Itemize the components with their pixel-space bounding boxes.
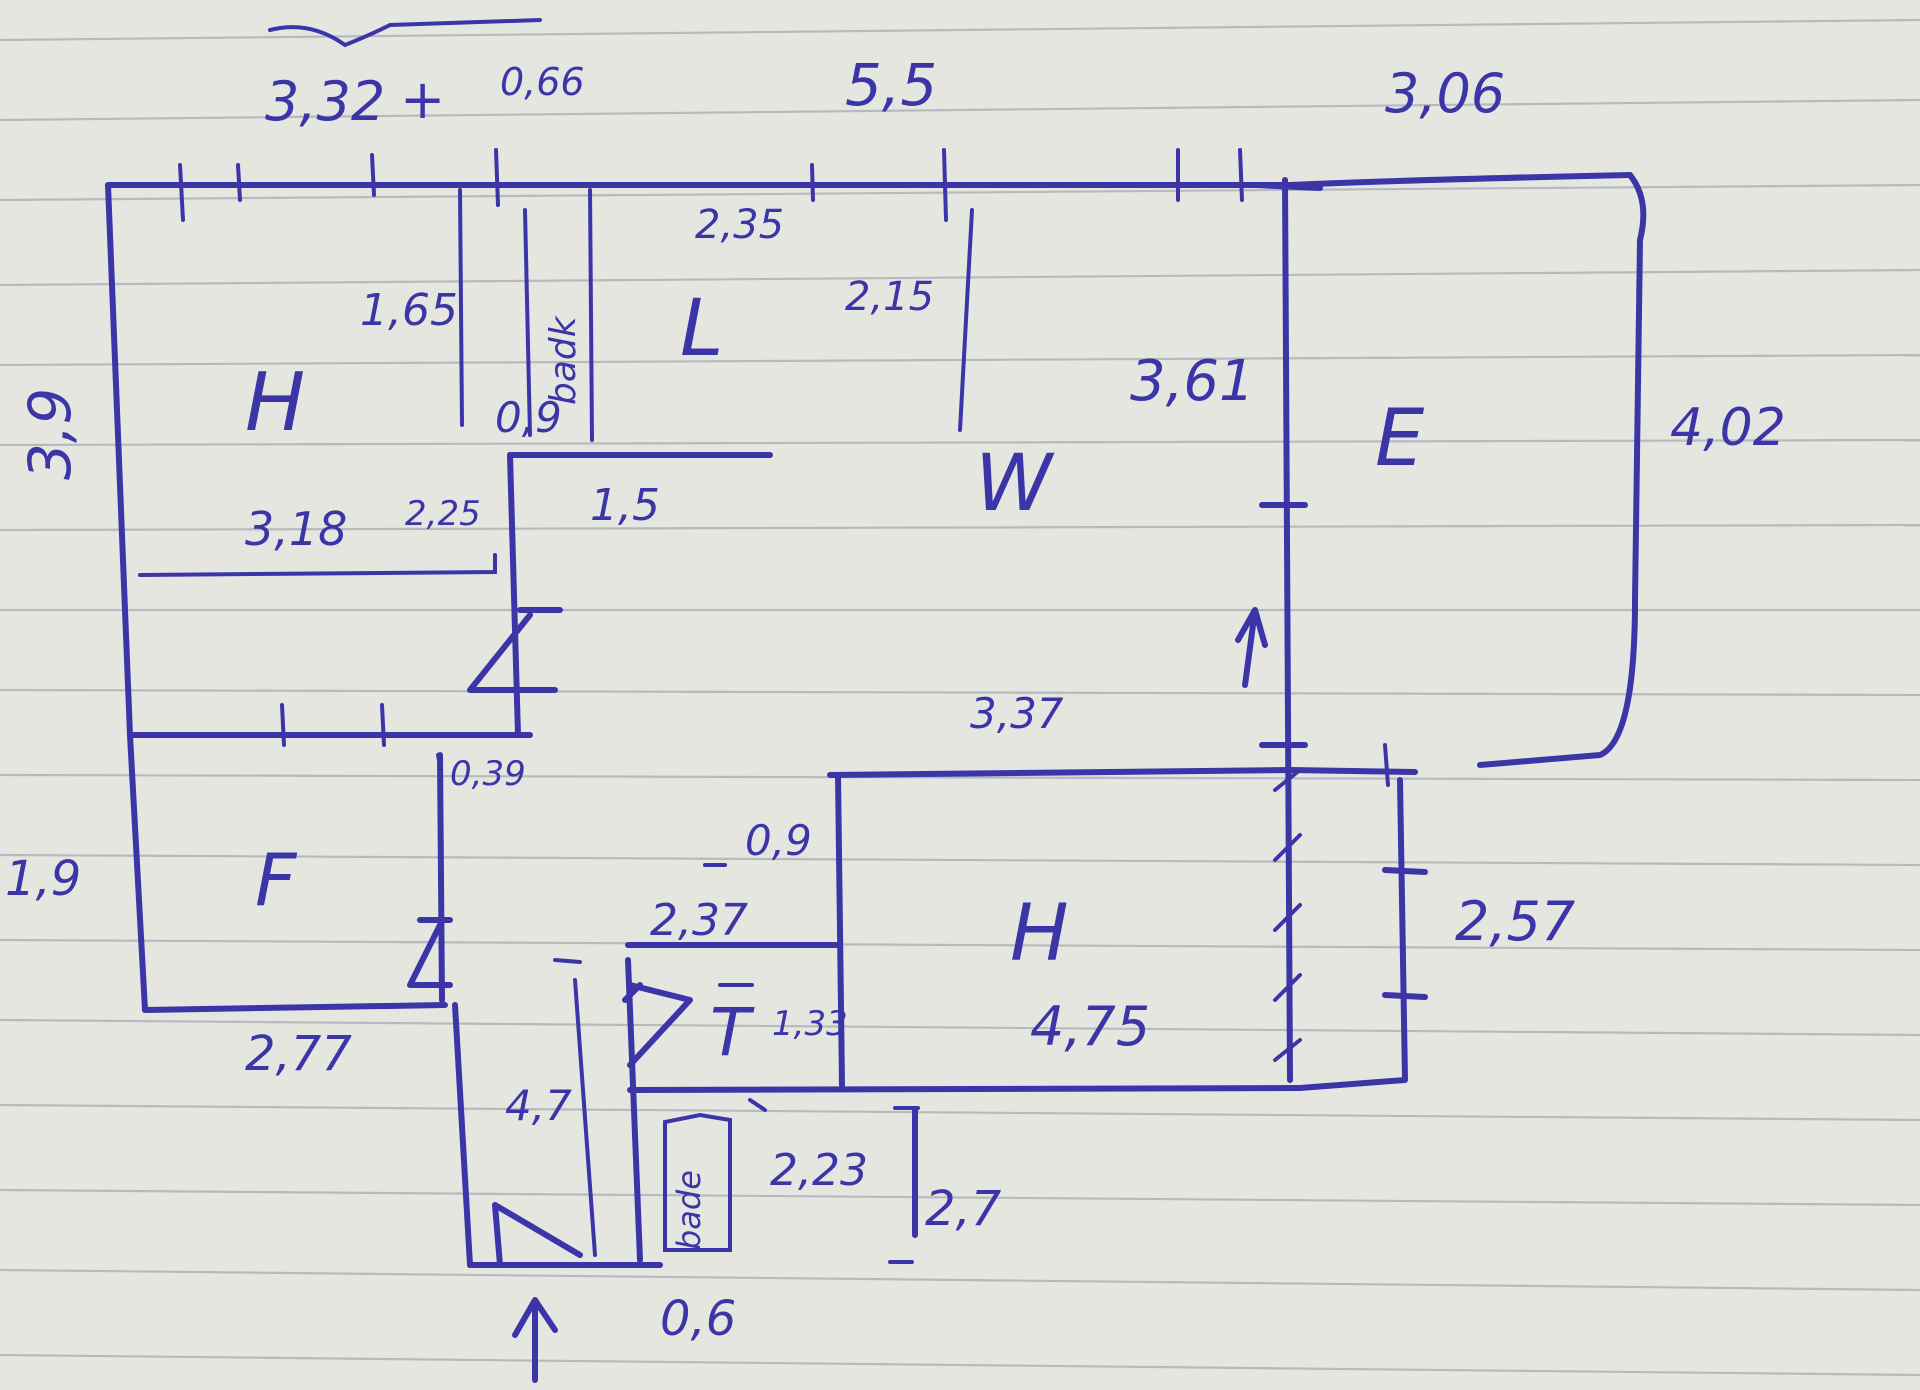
living-divider bbox=[958, 208, 974, 432]
entrance-door bbox=[492, 1202, 583, 1268]
dim-wardrobe-depth: 1,65 bbox=[360, 285, 458, 336]
dim-top-right: 3,06 bbox=[1385, 62, 1505, 125]
paper-ruling bbox=[0, 18, 1920, 1377]
room-labels: H L badk bade W E F H T bbox=[245, 284, 1425, 1250]
dim-inner-left: 2,37 bbox=[650, 895, 748, 946]
entry-arrow-bottom bbox=[512, 1297, 558, 1383]
entry-arrow-east bbox=[1235, 607, 1268, 688]
room-f-bottom-wall bbox=[142, 1002, 448, 1013]
dim-bedroom-small: 2,25 bbox=[405, 494, 481, 534]
badk-left-wall bbox=[523, 208, 532, 437]
west-wall-upper bbox=[105, 182, 133, 738]
dim-left-height-top: 3,9 bbox=[16, 388, 84, 480]
dim-room-f-width: 2,77 bbox=[245, 1026, 352, 1082]
east-outer-wall bbox=[1477, 172, 1647, 768]
room-label-h: H bbox=[1010, 889, 1069, 979]
dim-top-middle: 5,5 bbox=[845, 51, 937, 119]
room-label-wc: T bbox=[710, 994, 755, 1071]
room-f-door bbox=[407, 917, 453, 988]
dim-bedroom-width: 3,18 bbox=[245, 502, 347, 556]
dim-entry-height: 4,7 bbox=[505, 1081, 572, 1130]
floor-plan-walls bbox=[105, 18, 1647, 1383]
room-label-vertical: badk bbox=[543, 314, 584, 405]
badk-right-wall bbox=[588, 188, 594, 442]
room-h-left-wall bbox=[835, 772, 845, 1088]
bath-box bbox=[663, 1112, 732, 1252]
dim-top-left-b: 0,66 bbox=[500, 60, 585, 104]
top-wall bbox=[107, 172, 1633, 188]
measurements: 3,32 + 0,66 5,5 3,06 3,9 4,02 1,65 2,35 … bbox=[5, 51, 1786, 1347]
room-label-east: E bbox=[1375, 394, 1425, 484]
top-wall-ticks bbox=[178, 148, 1244, 222]
wc-left-wall bbox=[625, 957, 643, 1263]
room-label-top-left: H bbox=[245, 356, 305, 449]
dim-bottom-small: 0,6 bbox=[660, 1291, 736, 1347]
dim-hall-width: 2,35 bbox=[695, 202, 784, 248]
dim-hall-bottom: 1,5 bbox=[590, 480, 660, 531]
dim-right-lower: 2,57 bbox=[1455, 890, 1575, 953]
dim-living-divider: 2,15 bbox=[845, 274, 934, 320]
dim-door-small: 0,9 bbox=[745, 816, 812, 865]
right-annex-wall bbox=[1297, 777, 1408, 1091]
east-inner-wall bbox=[1282, 177, 1293, 1083]
window-hatching bbox=[1273, 768, 1302, 1062]
room-label-hall: L bbox=[680, 284, 723, 374]
wardrobe-divider bbox=[458, 188, 464, 427]
dim-room-h-width: 4,75 bbox=[1030, 995, 1150, 1058]
wardrobe-line bbox=[138, 553, 497, 577]
dim-wc-width: 1,33 bbox=[772, 1004, 848, 1044]
dim-top-plus: + bbox=[400, 68, 445, 131]
dim-inner-top: 3,37 bbox=[970, 689, 1064, 738]
dim-bath-height: 2,7 bbox=[925, 1181, 1002, 1237]
room-h-top-wall bbox=[827, 767, 1418, 778]
bedroom-door bbox=[467, 607, 563, 693]
west-wall-lower bbox=[127, 732, 148, 1013]
room-label-lower-hall: bade bbox=[670, 1170, 708, 1250]
entrance-left-wall bbox=[452, 1002, 473, 1268]
room-h-bottom-wall bbox=[627, 1085, 1303, 1093]
entrance-right-wall bbox=[573, 978, 597, 1257]
room-f-right-wall bbox=[437, 752, 445, 1003]
dim-corridor-gap: 0,9 bbox=[495, 393, 562, 442]
top-brace bbox=[268, 18, 542, 48]
dim-step-small: 0,39 bbox=[450, 754, 526, 794]
dim-east-wall: 3,61 bbox=[1130, 349, 1255, 414]
dim-right-height: 4,02 bbox=[1670, 398, 1786, 458]
room-label-f: F bbox=[255, 838, 298, 922]
dim-top-left-a: 3,32 bbox=[265, 70, 385, 133]
dim-left-height-bottom: 1,9 bbox=[5, 851, 81, 907]
room-label-living: W bbox=[975, 439, 1055, 529]
wc-door bbox=[622, 982, 693, 1068]
dim-bath-width: 2,23 bbox=[770, 1145, 868, 1196]
